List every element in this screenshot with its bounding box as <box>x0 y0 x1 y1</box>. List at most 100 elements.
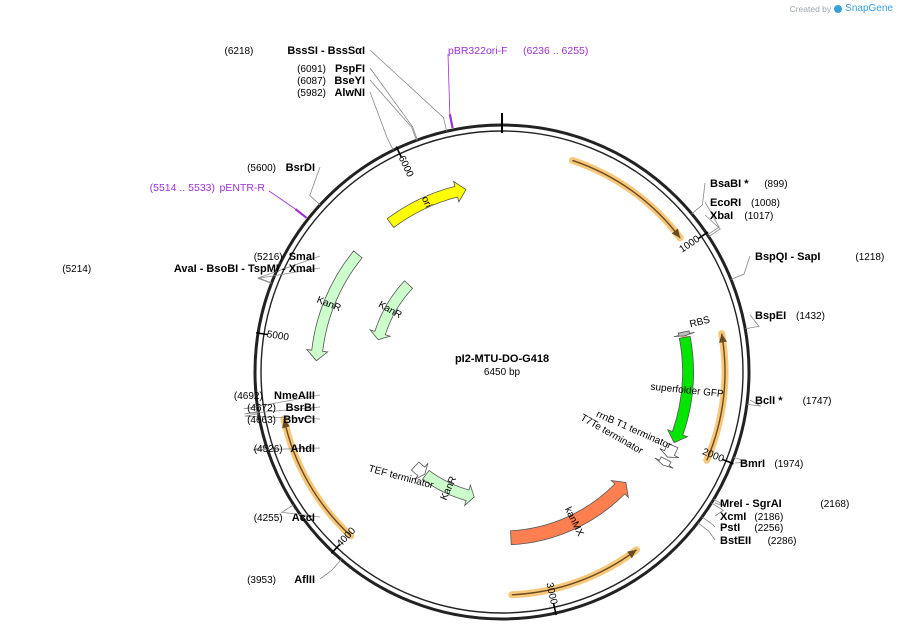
site-name: PspFI <box>335 63 365 75</box>
restriction-site[interactable]: BspQI - SapI (1218) <box>730 251 884 280</box>
snapgene-credit: Created by SnapGene <box>790 3 893 14</box>
feature-kanr[interactable] <box>305 250 363 362</box>
feature-arc-line <box>706 333 726 461</box>
arc-arrow-head <box>719 333 727 343</box>
site-position: (6091) <box>297 64 326 75</box>
restriction-site[interactable]: NmeAIII(4692) <box>234 390 321 410</box>
site-position: (1747) <box>803 396 832 407</box>
primer-pbr322ori-f[interactable]: pBR322ori-F (6236 .. 6255) <box>447 45 588 129</box>
site-leader-line <box>252 445 321 451</box>
feature-t7te-terminator[interactable] <box>654 456 674 469</box>
site-name: AhdI <box>291 443 315 455</box>
site-position: (2256) <box>754 523 783 534</box>
tick-mark <box>552 603 557 616</box>
primer-range: (5514 .. 5533) <box>150 182 215 194</box>
site-name: MreI - SgrAI <box>720 498 782 510</box>
feature-arc-line <box>572 159 681 239</box>
restriction-site[interactable]: XbaI(1017) <box>704 210 773 237</box>
site-leader-line <box>244 413 321 420</box>
feature-kanmx[interactable] <box>510 479 629 546</box>
restriction-site[interactable]: BspEI(1432) <box>745 310 825 330</box>
restriction-site[interactable]: BclI *(1747) <box>746 395 832 407</box>
site-name: XcmI <box>720 511 746 523</box>
restriction-site[interactable]: BssSI - BssSαI (6218) <box>224 45 448 132</box>
restriction-site[interactable]: AhdI(4526) <box>252 443 321 455</box>
restriction-site[interactable]: BbvCI(4663) <box>244 413 321 426</box>
site-name: BspQI - SapI <box>755 251 820 263</box>
site-name: SmaI <box>289 251 315 263</box>
restriction-site[interactable]: PspFI (6091) <box>297 63 418 141</box>
site-position: (3953) <box>247 575 276 586</box>
feature-tef-terminator[interactable] <box>410 461 429 480</box>
site-position: (6087) <box>297 76 326 87</box>
restriction-site[interactable]: AlwNI(5982) <box>297 87 394 151</box>
feature-ori[interactable] <box>386 180 467 229</box>
primer-mark <box>294 208 308 219</box>
site-position: (6218) <box>224 46 253 57</box>
tick-label: 5000 <box>266 329 290 343</box>
feature-rbs[interactable] <box>673 330 695 338</box>
primer-pentr-r[interactable]: pENTR-R (5514 .. 5533) <box>150 182 308 219</box>
restriction-site[interactable]: BsrDI (5600) <box>247 162 321 206</box>
site-name: BmrI <box>740 458 765 470</box>
site-leader-line <box>697 522 716 541</box>
site-name: BseYI <box>334 75 365 87</box>
site-leader-line <box>704 201 720 236</box>
restriction-site[interactable]: BmrI (1974) <box>733 456 803 470</box>
feature-rrnb-t1-terminator[interactable] <box>659 442 680 459</box>
backbone-layer <box>253 113 751 621</box>
plasmid-name: pI2-MTU-DO-G418 <box>455 353 549 365</box>
site-leader-line <box>280 504 321 518</box>
site-leader-line <box>369 49 448 132</box>
primer-mark <box>448 114 454 129</box>
tick-label: 6000 <box>396 154 416 179</box>
tick-label: 3000 <box>543 582 559 607</box>
site-position: (1432) <box>796 311 825 322</box>
restriction-site[interactable]: SmaI(5216) <box>254 251 321 284</box>
site-name: NmeAIII <box>274 390 315 402</box>
tick-mark <box>330 544 341 554</box>
site-leader-line <box>730 255 751 280</box>
restriction-site[interactable]: PstI (2256) <box>701 516 783 534</box>
restriction-site[interactable]: AvaI - BsoBI - TspMI - XmaI (5214) <box>62 263 321 284</box>
site-name: BsrDI <box>286 162 315 174</box>
site-leader-line <box>745 314 760 330</box>
site-name: EcoRI <box>710 197 741 209</box>
site-leader-line <box>369 91 394 151</box>
site-leader-line <box>691 182 706 215</box>
restriction-site[interactable]: EcoRI(1008) <box>704 197 780 236</box>
site-position: (899) <box>764 179 787 190</box>
restriction-site[interactable]: AccI(4255) <box>254 504 321 524</box>
restriction-site[interactable]: BsrBI(4672) <box>244 402 321 415</box>
restriction-site[interactable]: BsaBI *(899) <box>691 178 788 215</box>
site-leader-line <box>309 166 321 206</box>
site-leader-line <box>746 399 761 407</box>
restriction-site[interactable]: BseYI (6087) <box>297 75 417 141</box>
site-position: (5600) <box>247 163 276 174</box>
restriction-site[interactable]: AflII(3953) <box>247 559 342 586</box>
primer-layer: pBR322ori-F (6236 .. 6255) pENTR-R (5514 ..… <box>150 45 588 219</box>
site-position: (1218) <box>855 252 884 263</box>
arc-arrow-head <box>627 549 637 559</box>
feature-highlight-arc <box>508 546 641 599</box>
site-leader-line <box>369 79 417 141</box>
site-position: (5214) <box>62 264 91 275</box>
primer-name: pENTR-R <box>219 182 265 194</box>
site-name: BbvCI <box>283 414 315 426</box>
feature-superfolder-gfp[interactable] <box>666 335 694 444</box>
site-position: (1974) <box>774 459 803 470</box>
restriction-site[interactable]: MreI - SgrAI(2168) <box>713 498 850 510</box>
site-leader-line <box>319 559 342 580</box>
feature-kanr[interactable] <box>421 469 475 507</box>
restriction-site[interactable]: BstEII(2286) <box>697 522 797 547</box>
site-name: PstI <box>720 522 740 534</box>
primer-range: (6236 .. 6255) <box>523 45 588 57</box>
site-position: (1017) <box>744 211 773 222</box>
site-name: BssSI - BssSαI <box>287 45 365 57</box>
site-name: AvaI - BsoBI - TspMI - XmaI <box>174 263 315 275</box>
feature-kanr[interactable] <box>368 280 414 341</box>
restriction-site[interactable]: XcmI(2186) <box>711 502 783 523</box>
primer-name: pBR322ori-F <box>448 45 508 57</box>
credit-brand: SnapGene <box>845 3 893 14</box>
feature-arc-line <box>511 549 637 596</box>
